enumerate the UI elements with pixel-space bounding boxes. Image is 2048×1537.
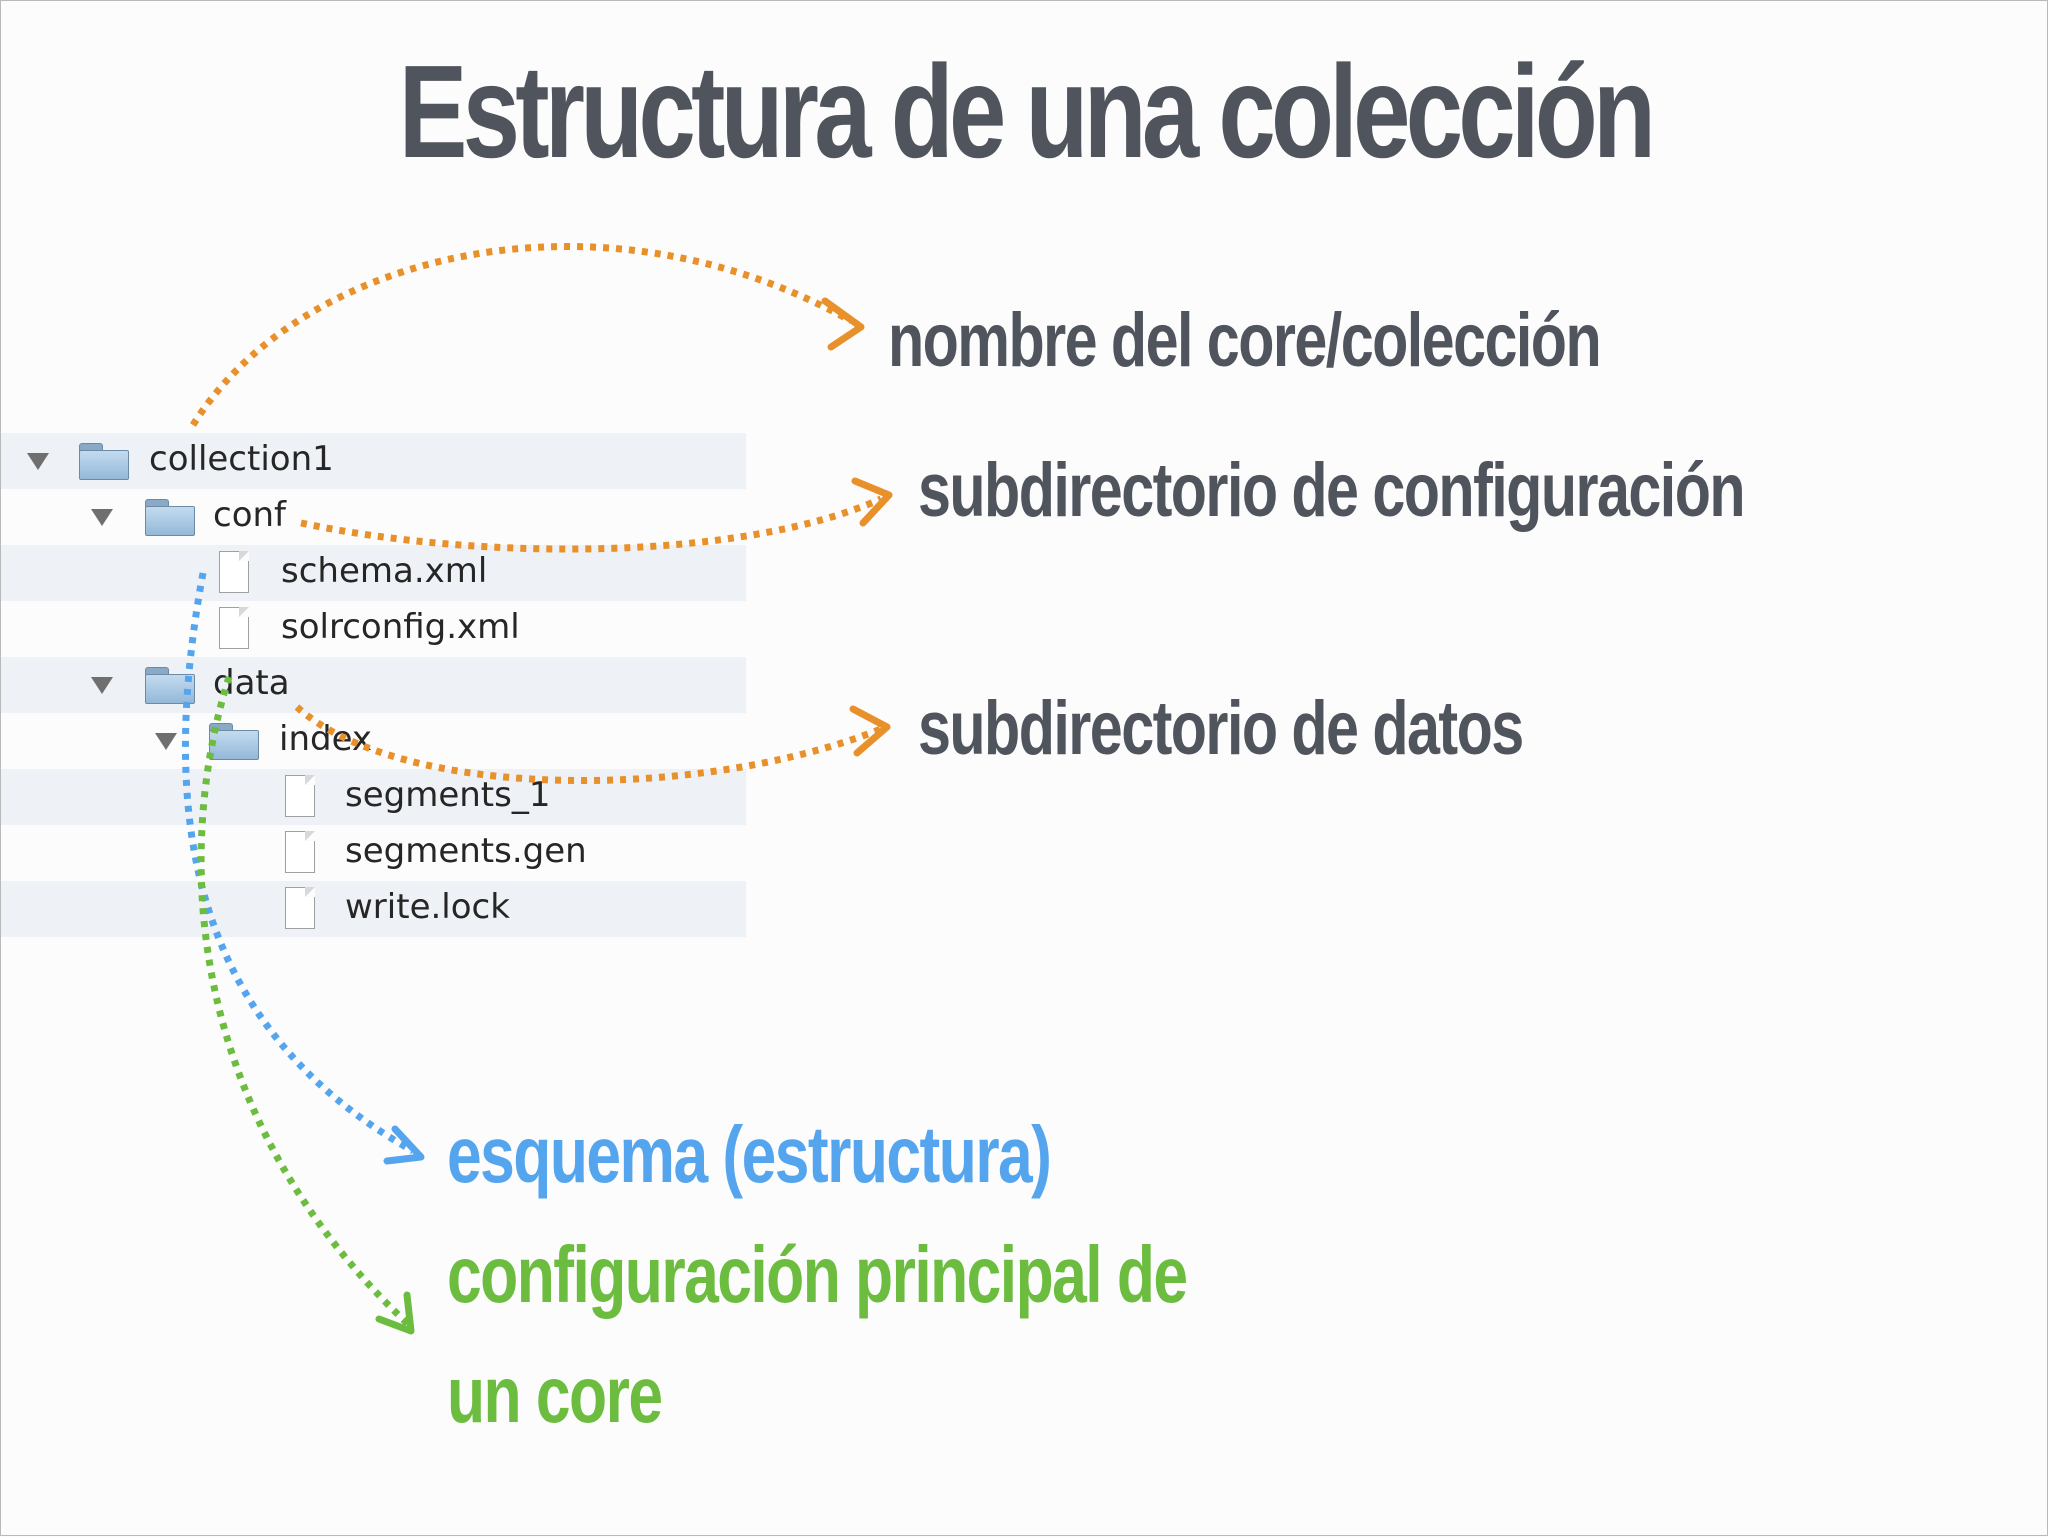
arrow-core-name (190, 243, 853, 427)
tree-row-solrconfig-xml[interactable]: solrconfig.xml (1, 601, 746, 657)
disclosure-triangle-icon[interactable] (91, 677, 113, 694)
arrowhead-core-name (821, 297, 865, 351)
tree-item-label: data (213, 663, 290, 703)
label-solrconfig-line1: configuración principal de (447, 1230, 1188, 1319)
disclosure-triangle-icon[interactable] (155, 733, 177, 750)
label-conf-dir: subdirectorio de configuración (918, 448, 1746, 533)
tree-row-schema-xml[interactable]: schema.xml (1, 545, 746, 601)
tree-item-label: index (279, 719, 373, 759)
document-icon (285, 831, 315, 873)
document-icon (219, 551, 249, 593)
tree-row-data[interactable]: data (1, 657, 746, 713)
tree-row-segments-gen[interactable]: segments.gen (1, 825, 746, 881)
label-data-dir: subdirectorio de datos (918, 686, 1524, 771)
tree-item-label: segments.gen (345, 831, 587, 871)
document-icon (285, 887, 315, 929)
tree-row-segments-1[interactable]: segments_1 (1, 769, 746, 825)
document-icon (285, 775, 315, 817)
arrowhead-schema (383, 1125, 425, 1165)
tree-item-label: collection1 (149, 439, 334, 479)
tree-row-write-lock[interactable]: write.lock (1, 881, 746, 937)
tree-row-index[interactable]: index (1, 713, 746, 769)
folder-icon (209, 723, 259, 760)
tree-item-label: solrconfig.xml (281, 607, 520, 647)
folder-icon (79, 443, 129, 480)
label-core-name: nombre del core/colección (888, 298, 1602, 383)
tree-item-label: write.lock (345, 887, 510, 927)
slide-title: Estructura de una colección (398, 38, 1656, 185)
arrowhead-solrconfig (375, 1291, 415, 1335)
folder-icon (145, 667, 195, 704)
file-tree: collection1 conf schema.xml solrconfig.x… (1, 433, 746, 941)
label-solrconfig-line2: un core (447, 1350, 663, 1439)
tree-item-label: segments_1 (345, 775, 551, 815)
tree-item-label: schema.xml (281, 551, 488, 591)
arrowhead-conf-dir (851, 477, 893, 527)
label-schema: esquema (estructura) (447, 1110, 1052, 1199)
tree-row-collection1[interactable]: collection1 (1, 433, 746, 489)
disclosure-triangle-icon[interactable] (27, 453, 49, 470)
tree-row-conf[interactable]: conf (1, 489, 746, 545)
tree-item-label: conf (213, 495, 287, 535)
disclosure-triangle-icon[interactable] (91, 509, 113, 526)
document-icon (219, 607, 249, 649)
arrowhead-data-dir (849, 705, 891, 757)
folder-icon (145, 499, 195, 536)
